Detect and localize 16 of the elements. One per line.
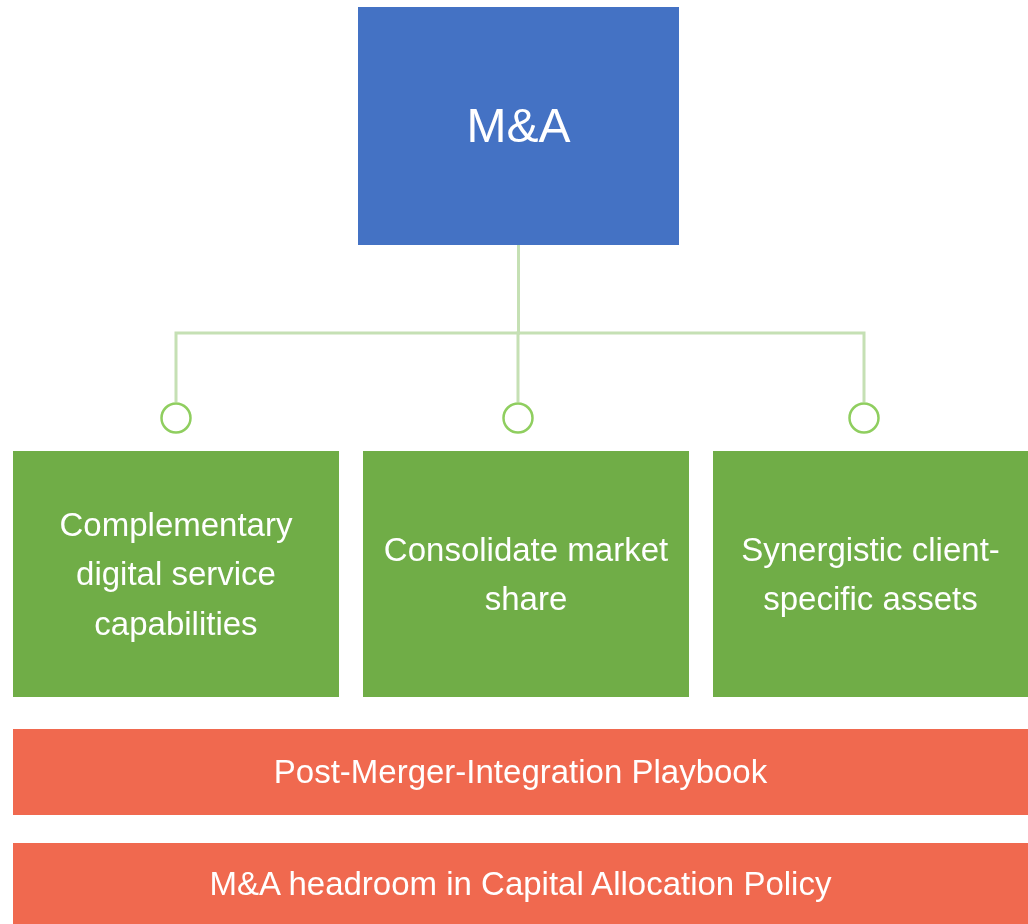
connector-line	[517, 245, 866, 402]
foundation-bar	[13, 843, 1028, 924]
category-box	[363, 451, 689, 697]
box-label: M&A	[466, 98, 571, 154]
connector-circle	[848, 402, 880, 434]
box-label: Complementary digital service capabilities	[58, 504, 294, 644]
box-label: Synergistic client-specific assets	[740, 529, 1001, 619]
connector-circle	[160, 402, 192, 434]
box-label: Consolidate market share	[382, 529, 670, 619]
foundation-bar	[13, 729, 1028, 815]
box-label: Post-Merger-Integration Playbook	[273, 752, 768, 793]
category-box	[713, 451, 1028, 697]
title-box	[358, 7, 679, 245]
connector-circle	[502, 402, 534, 434]
category-box	[13, 451, 339, 697]
box-label: M&A headroom in Capital Allocation Policy	[209, 863, 832, 904]
